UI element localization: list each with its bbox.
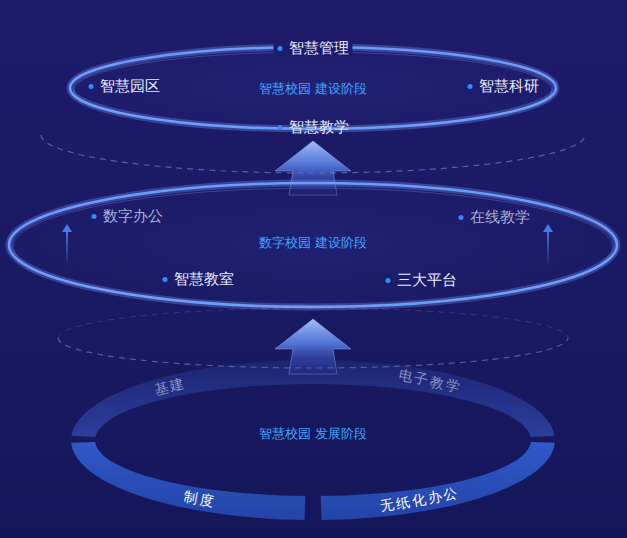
bullet-dot [459,215,464,220]
bullet-dot [278,125,283,130]
stage-label: 基建 [152,375,187,399]
stage-ellipse: 智慧管理智慧园区智慧校园 建设阶段智慧科研智慧教学 [68,45,558,131]
item-text: 智慧教学 [289,118,349,136]
bullet-dot [278,46,283,51]
stage-title: 基建 [152,375,187,399]
stage-label: 智慧校园 发展阶段 [259,426,367,442]
item-text: 智慧园区 [100,77,160,95]
item-text: 智慧管理 [289,39,349,57]
bullet-dot [386,278,391,283]
list-item: 智慧教室 [163,270,234,288]
stage-title: 数字校园 建设阶段 [259,235,367,251]
item-text: 数字办公 [103,207,163,225]
bullet-dot [92,214,97,219]
stage-ellipse: 数字办公数字校园 建设阶段 在线教学智慧教室 三大平台 [7,181,619,309]
item-text: 智慧教室 [174,270,234,288]
list-item: 三大平台 [386,271,457,289]
item-text: 智慧科研 [479,77,539,95]
stage-ring: 基建电子教学智慧校园 发展阶段制度无纸化办公 [71,360,555,520]
list-item: 智慧教学 [278,118,349,136]
list-item: 智慧管理 [274,39,353,57]
list-item: 智慧园区 [89,77,160,95]
stage-title: 智慧校园 建设阶段 [259,81,367,97]
stage-title: 智慧校园 发展阶段 [259,426,367,442]
bullet-dot [89,84,94,89]
list-item: 智慧科研 [468,77,539,95]
stage-label: 智慧校园 建设阶段 [259,81,367,97]
list-item: 在线教学 [459,208,530,226]
stage-label: 数字校园 建设阶段 [259,235,367,251]
bullet-dot [468,84,473,89]
item-text: 在线教学 [470,208,530,226]
bullet-dot [163,277,168,282]
list-item: 数字办公 [92,207,163,225]
item-text: 三大平台 [397,271,457,289]
